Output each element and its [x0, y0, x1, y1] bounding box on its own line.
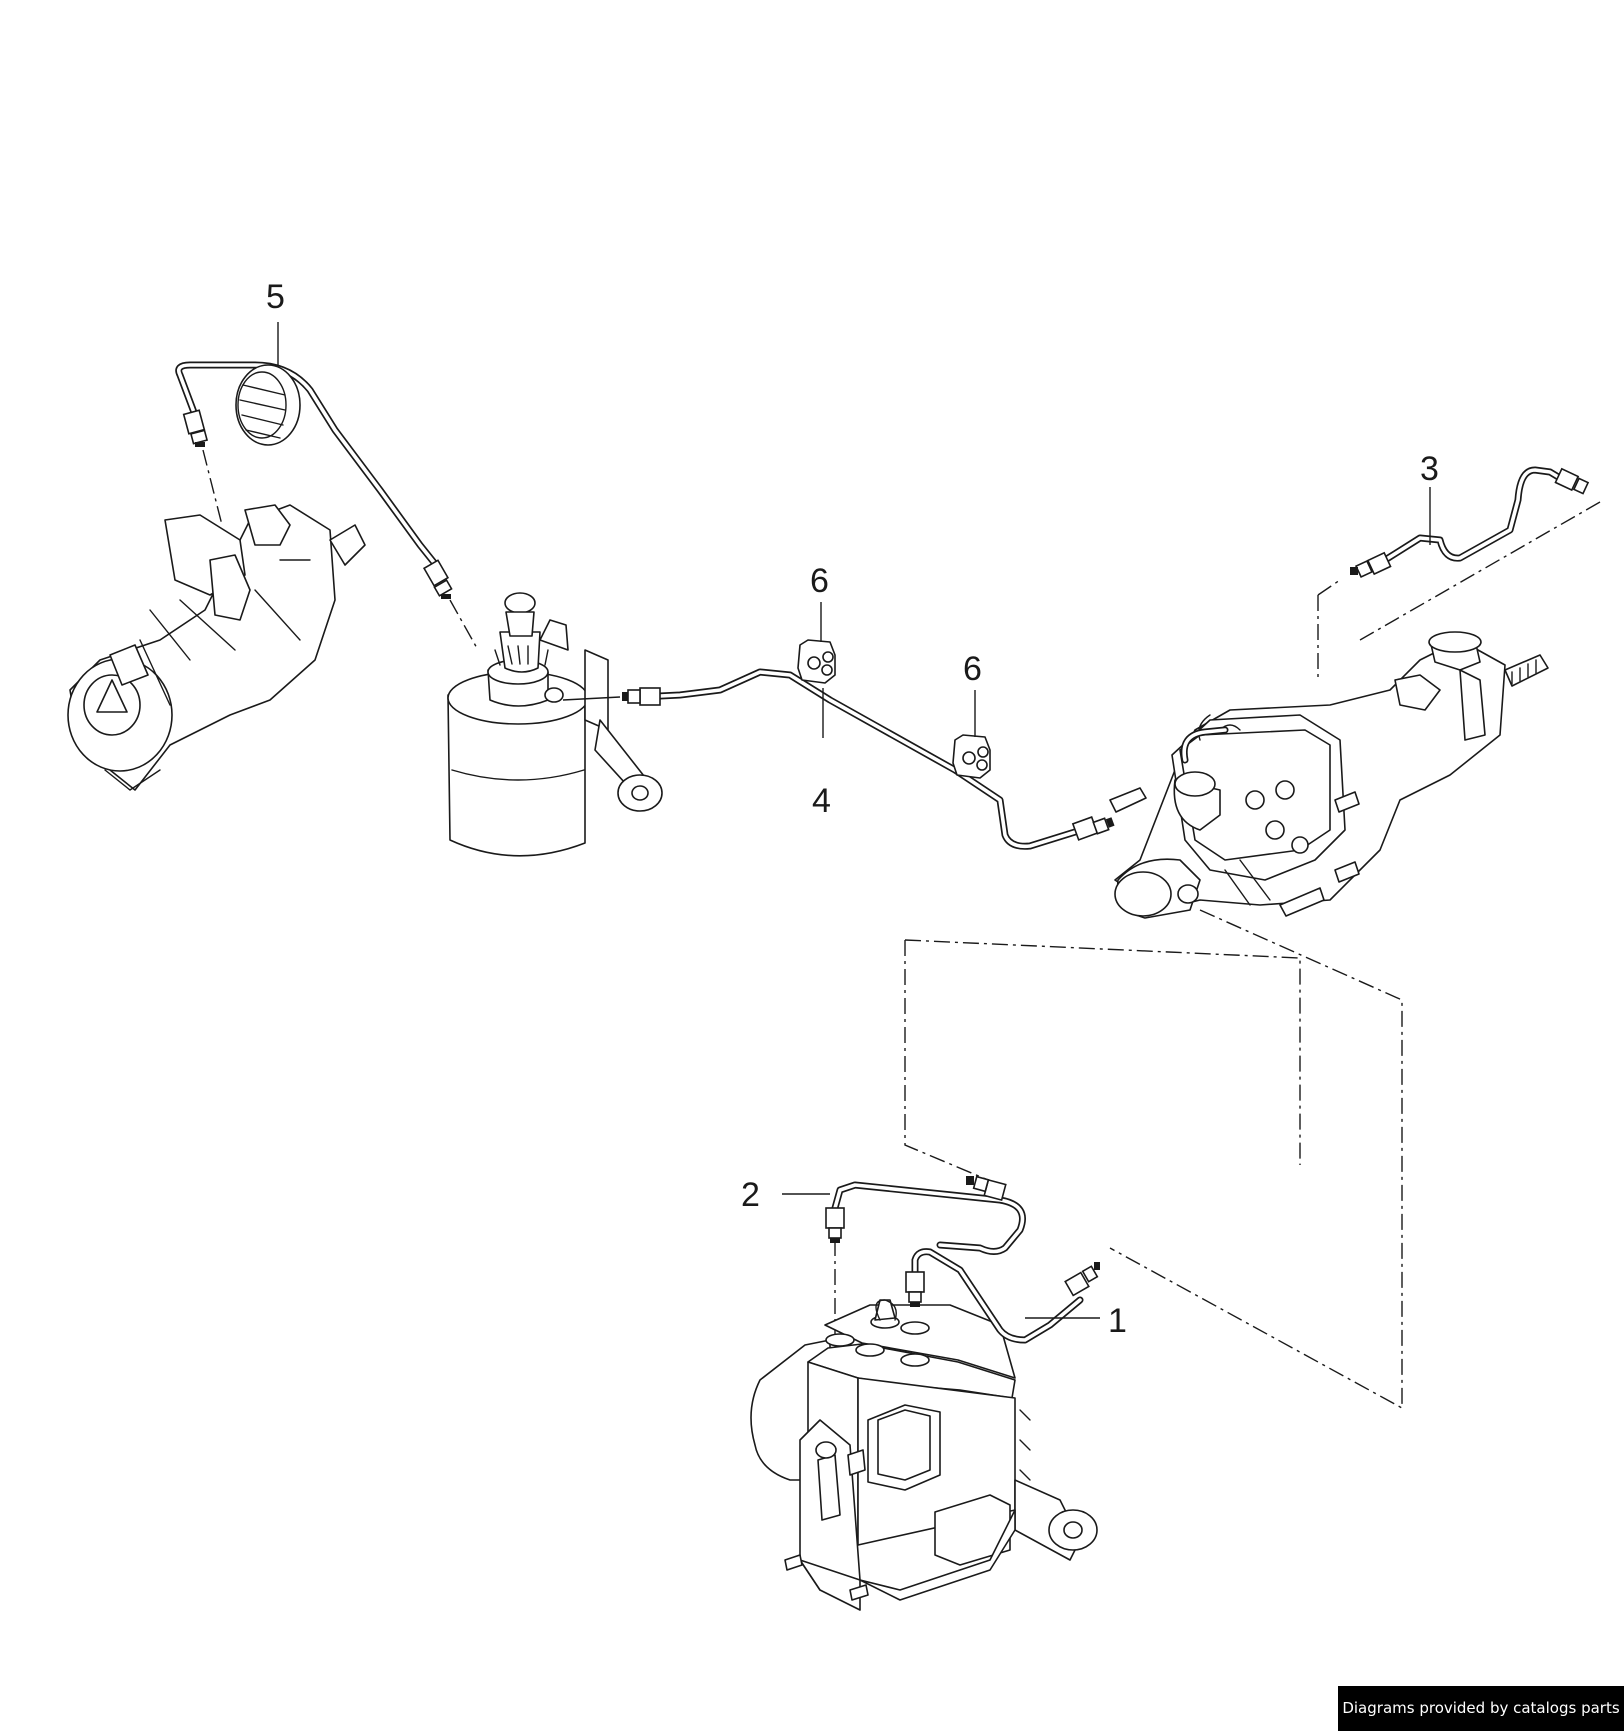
callout-5: 5 [266, 278, 285, 316]
callout-labels: 5 3 6 6 4 2 1 [266, 278, 1439, 1340]
callout-2: 2 [741, 1176, 760, 1214]
pipe-2 [825, 1175, 1026, 1255]
hydraulic-unit-icon [750, 1299, 1098, 1611]
callout-leaders [277, 322, 1431, 1319]
credit-banner: Diagrams provided by catalogs parts [1338, 1686, 1624, 1731]
pipe-1 [905, 1248, 1100, 1344]
callout-3: 3 [1420, 450, 1439, 488]
pipe-4 [562, 668, 1115, 850]
power-steering-pump-icon [67, 504, 366, 791]
assembly-lines [202, 449, 1601, 1410]
brake-booster-icon [1109, 631, 1549, 919]
callout-6b: 6 [963, 650, 982, 688]
pipe-3 [1350, 466, 1590, 579]
pipe-5 [175, 361, 453, 599]
pressure-accumulator-icon [447, 592, 663, 857]
callout-6a: 6 [810, 562, 829, 600]
pipe-clip-icon [797, 639, 991, 779]
callout-1: 1 [1108, 1302, 1127, 1340]
callout-4: 4 [812, 782, 831, 820]
